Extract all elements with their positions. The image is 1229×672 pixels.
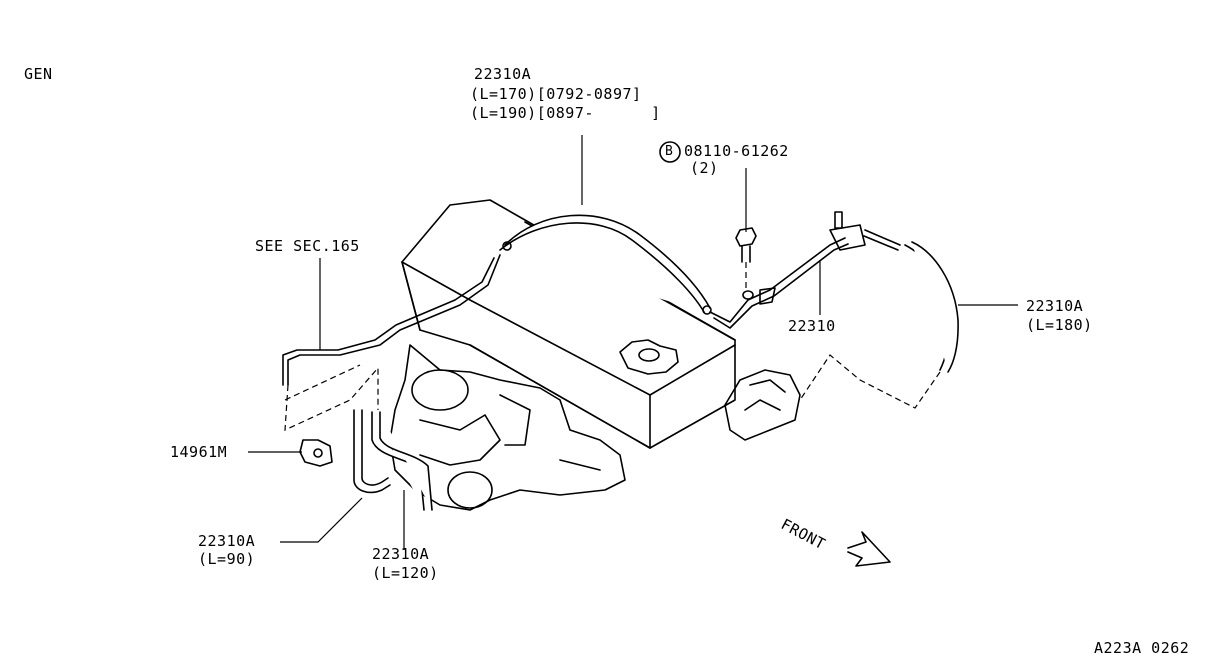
see-section-label: SEE SEC.165 bbox=[255, 237, 360, 255]
pcv-pipe bbox=[282, 254, 501, 386]
hose-90-part-label: 22310A bbox=[198, 532, 256, 550]
hose-120-part-label: 22310A bbox=[372, 545, 430, 563]
top-hose bbox=[499, 214, 712, 315]
front-arrow bbox=[847, 531, 891, 567]
bolt-part-label: 08110-61262 bbox=[684, 142, 789, 160]
right-hose-part-label: 22310A bbox=[1026, 297, 1084, 315]
hose-120 bbox=[371, 411, 433, 511]
bolt-qty-label: (2) bbox=[690, 159, 719, 177]
right-hose bbox=[799, 241, 959, 409]
canister-valve bbox=[724, 369, 801, 441]
bolt-badge-circle bbox=[659, 141, 681, 163]
diagram-code-label: A223A 0262 bbox=[1094, 639, 1190, 657]
top-hose-length-line2: (L=190)[0897- ] bbox=[470, 104, 661, 122]
leader-lines bbox=[248, 135, 1018, 550]
hose-90-length-label: (L=90) bbox=[198, 550, 256, 568]
gen-label: GEN bbox=[24, 65, 53, 83]
metal-pipe-22310 bbox=[709, 211, 901, 329]
right-hose-length-label: (L=180) bbox=[1026, 316, 1093, 334]
pipe-22310-label: 22310 bbox=[788, 317, 836, 335]
bolt-badge-letter: B bbox=[665, 144, 674, 159]
top-hose-length-line1: (L=170)[0792-0897] bbox=[470, 85, 642, 103]
bolt-08110-61262 bbox=[735, 227, 757, 300]
clip-14961m-label: 14961M bbox=[170, 443, 228, 461]
hose-90 bbox=[353, 409, 391, 494]
hose-120-length-label: (L=120) bbox=[372, 564, 439, 582]
dashed-connection-left bbox=[284, 364, 379, 431]
top-hose-part-label: 22310A bbox=[474, 65, 532, 83]
clip-14961m bbox=[299, 439, 333, 467]
